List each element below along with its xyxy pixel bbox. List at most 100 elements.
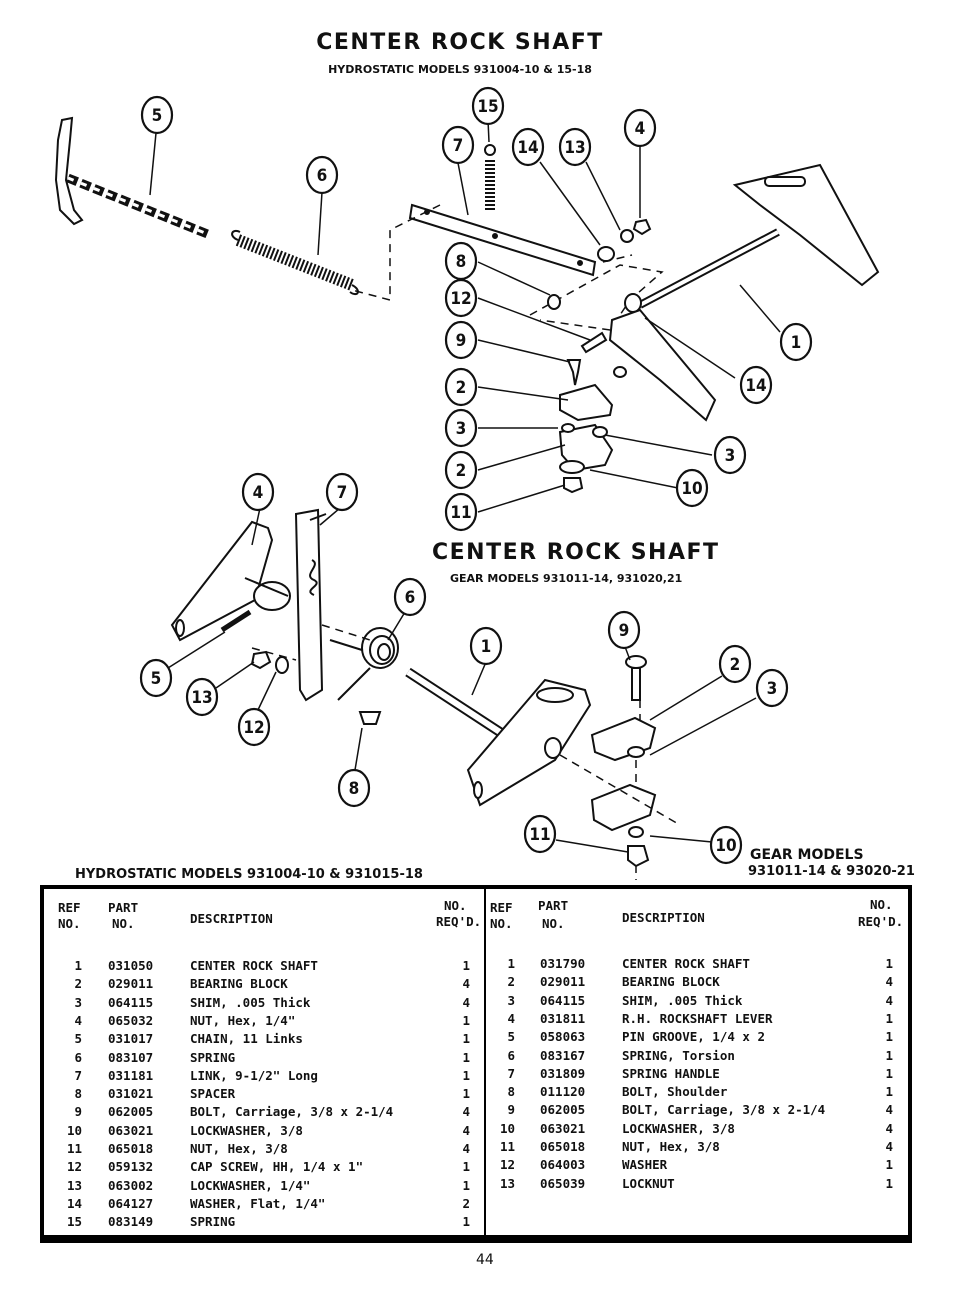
gear-header-desc: DESCRIPTION [622, 910, 705, 925]
top-callout-14: 14 [511, 127, 545, 167]
top-callout-5: 5 [140, 95, 174, 135]
top-callout-label: 10 [681, 479, 702, 499]
gear-qty-cell: 1 [885, 1084, 893, 1100]
gear-qty-cell: 4 [885, 992, 893, 1008]
hydro-header-desc: DESCRIPTION [190, 911, 273, 926]
hydro-qty-cell: 4 [462, 994, 470, 1010]
gear-part-cell: 083167 [540, 1047, 586, 1063]
gear-desc-cell: BOLT, Carriage, 3/8 x 2-1/4 [622, 1102, 826, 1118]
top-callout-4: 4 [623, 108, 657, 148]
hydro-part-cell: 031017 [108, 1031, 154, 1047]
gear-header-part-2: NO. [542, 916, 565, 931]
gear-ref-cell: 5 [507, 1029, 515, 1045]
top-callout-1: 1 [779, 322, 813, 362]
bottom-callout-2: 2 [718, 644, 752, 684]
hydro-part-cell: 083149 [108, 1214, 154, 1230]
bottom-callout-label: 7 [337, 483, 348, 503]
top-callout-label: 2 [456, 461, 467, 481]
gear-ref-cell: 6 [507, 1047, 515, 1063]
hydro-ref-cell: 10 [66, 1122, 82, 1138]
gear-header-ref-2: NO. [490, 916, 513, 931]
top-callout-8: 8 [444, 241, 478, 281]
hydro-qty-cell: 1 [462, 1177, 470, 1193]
hydro-ref-cell: 4 [74, 1012, 82, 1028]
gear-ref-cell: 8 [507, 1084, 515, 1100]
gear-header-no-2: REQ'D. [858, 914, 904, 929]
hydro-desc-cell: SPRING [190, 1049, 236, 1065]
gear-desc-cell: LOCKNUT [622, 1175, 675, 1191]
link-bar-part [408, 203, 597, 277]
page-number: 44 [476, 1252, 494, 1268]
hydro-header-no-1: NO. [444, 898, 467, 913]
hydro-qty-cell: 1 [462, 1049, 470, 1065]
bottom-title: CENTER ROCK SHAFT [432, 540, 720, 565]
gear-ref-cell: 4 [507, 1010, 515, 1026]
gear-desc-cell: BOLT, Shoulder [622, 1084, 728, 1100]
gear-ref-cell: 1 [507, 956, 515, 971]
gear-part-cell: 011120 [540, 1084, 586, 1100]
hydro-part-cell: 063021 [108, 1122, 154, 1138]
hydro-qty-cell: 1 [462, 1159, 470, 1175]
bottom-callout-10: 10 [709, 825, 743, 865]
gear-part-cell: 065039 [540, 1175, 586, 1191]
gear-header-part-1: PART [538, 898, 569, 913]
top-callout-2: 2 [444, 367, 478, 407]
hydro-desc-cell: NUT, Hex, 1/4" [190, 1012, 296, 1028]
bottom-callout-3: 3 [755, 668, 789, 708]
hydro-ref-cell: 14 [66, 1195, 82, 1211]
top-callout-label: 14 [517, 138, 538, 158]
hydro-ref-cell: 7 [74, 1067, 82, 1083]
gear-desc-cell: WASHER [622, 1157, 668, 1173]
bottom-callout-8: 8 [337, 768, 371, 808]
gear-desc-cell: SHIM, .005 Thick [622, 992, 743, 1008]
top-title: CENTER ROCK SHAFT [316, 30, 604, 55]
gear-qty-cell: 1 [885, 1175, 893, 1191]
gear-ref-cell: 12 [499, 1157, 515, 1173]
top-callout-7: 7 [441, 125, 475, 165]
hydro-ref-cell: 13 [66, 1177, 82, 1193]
top-callout-15: 15 [471, 86, 505, 126]
parts-table [40, 885, 912, 1243]
gear-part-cell: 029011 [540, 974, 586, 990]
gear-ref-cell: 13 [499, 1175, 515, 1191]
hydro-desc-cell: BOLT, Carriage, 3/8 x 2-1/4 [190, 1104, 394, 1120]
gear-part-cell: 031811 [540, 1010, 586, 1026]
top-callout-12: 12 [444, 278, 478, 318]
hydro-qty-cell: 1 [462, 1086, 470, 1102]
hydro-qty-cell: 4 [462, 1104, 470, 1120]
hydro-part-cell: 029011 [108, 976, 154, 992]
top-callout-3: 3 [713, 435, 747, 475]
hydro-qty-cell: 2 [462, 1195, 470, 1211]
bottom-callout-12: 12 [237, 707, 271, 747]
top-callout-label: 15 [477, 97, 498, 117]
torsion-spring-part [361, 627, 399, 669]
gear-qty-cell: 1 [885, 1029, 893, 1045]
top-callout-11: 11 [444, 492, 478, 532]
hydro-part-cell: 059132 [108, 1159, 154, 1175]
hydro-ref-cell: 3 [74, 994, 82, 1010]
gear-ref-cell: 10 [499, 1120, 515, 1136]
hydro-part-cell: 062005 [108, 1104, 154, 1120]
gear-ref-cell: 9 [507, 1102, 515, 1118]
gear-desc-cell: NUT, Hex, 3/8 [622, 1139, 720, 1154]
spring-handle-part [294, 508, 324, 702]
hydro-ref-cell: 1 [74, 958, 82, 973]
gear-part-cell: 064003 [540, 1157, 586, 1173]
top-callout-2: 2 [444, 450, 478, 490]
top-callout-label: 11 [450, 503, 471, 523]
gear-qty-cell: 1 [885, 1010, 893, 1026]
hydro-ref-cell: 9 [74, 1104, 82, 1120]
hydro-desc-cell: SPRING [190, 1214, 236, 1230]
bottom-callout-label: 1 [481, 637, 492, 657]
gear-qty-cell: 4 [885, 1102, 893, 1118]
top-callout-label: 7 [453, 136, 464, 156]
hydro-part-cell: 063002 [108, 1177, 154, 1193]
gear-desc-cell: SPRING HANDLE [622, 1065, 720, 1081]
top-callout-label: 9 [456, 331, 467, 351]
bottom-callout-9: 9 [607, 610, 641, 650]
hydro-desc-cell: CENTER ROCK SHAFT [190, 958, 318, 973]
bottom-callout-label: 12 [243, 718, 264, 738]
gear-qty-cell: 4 [885, 974, 893, 990]
bearing-block-upper [559, 383, 614, 422]
